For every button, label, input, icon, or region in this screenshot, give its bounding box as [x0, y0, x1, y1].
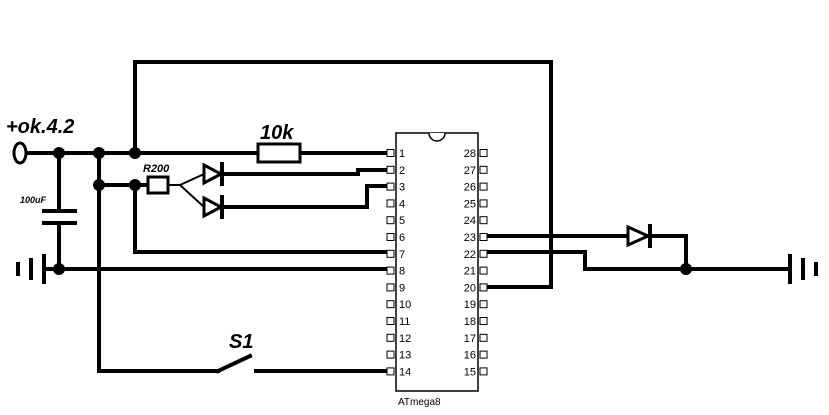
capacitor-label: 100uF — [20, 195, 47, 205]
chip-pin-20 — [479, 283, 488, 292]
capacitor-100uf — [42, 209, 77, 225]
chip-pin-21 — [479, 266, 488, 275]
chip-pin-13 — [386, 350, 395, 359]
chip-pin-10 — [386, 300, 395, 309]
supply-terminal — [12, 141, 28, 165]
chip-pin-23 — [479, 233, 488, 241]
chip-pin-label: 7 — [399, 249, 405, 261]
chip-pin-label: 27 — [464, 165, 476, 177]
diode-output — [626, 224, 652, 248]
chip-pin-label: 21 — [464, 266, 476, 278]
junction-dot — [53, 263, 65, 275]
chip-pin-label: 9 — [399, 282, 405, 294]
chip-pin-28 — [479, 149, 488, 157]
chip-pin-label: 2 — [399, 165, 405, 177]
chip-pin-label: 12 — [399, 333, 411, 345]
chip-pin-label: 24 — [464, 215, 476, 227]
chip-pin-14 — [386, 367, 395, 376]
junction-dot — [129, 179, 141, 191]
junctions — [53, 147, 692, 275]
chip-pin-label: 18 — [464, 316, 476, 328]
chip-pins-right: 28 27 26 25 24 23 22 21 20 19 18 17 16 15 — [464, 148, 488, 378]
resistor-10k-label: 10k — [260, 122, 294, 144]
junction-dot — [129, 147, 141, 159]
chip-pin-6 — [386, 233, 395, 241]
wire-diode-right — [648, 234, 688, 271]
junction-dot — [680, 263, 692, 275]
chip-notch — [428, 132, 446, 142]
chip-pin-27 — [479, 165, 488, 174]
diode-1 — [202, 162, 225, 186]
wire-pin7 — [133, 183, 389, 254]
chip-pin-label: 15 — [464, 366, 476, 378]
diode-2 — [202, 195, 225, 219]
chip-pin-label: 20 — [464, 282, 476, 294]
chip-pin-24 — [479, 216, 488, 225]
chip-pin-label: 5 — [399, 215, 405, 227]
chip-pin-label: 19 — [464, 299, 476, 311]
chip-pin-label: 1 — [399, 148, 405, 160]
chip-pin-label: 3 — [399, 182, 405, 194]
chip-pin-7 — [386, 249, 395, 258]
supply-label: +ok.4.2 — [6, 116, 74, 138]
chip-pin-18 — [479, 317, 488, 325]
ground-left — [16, 254, 46, 284]
wire-diode1-pin2 — [220, 168, 389, 176]
chip-pin-label: 22 — [464, 249, 476, 261]
chip-body — [395, 132, 479, 392]
chip-pin-label: 16 — [464, 350, 476, 362]
wire-top-loop — [133, 60, 553, 289]
resistor-r200 — [146, 175, 170, 195]
chip-pin-9 — [386, 283, 395, 292]
chip-pin-4 — [386, 199, 395, 208]
ground-right — [788, 254, 818, 284]
switch-s1 — [215, 353, 253, 374]
diode-pair — [168, 162, 225, 219]
wire-left-switch — [97, 151, 220, 373]
chip-pin-label: 6 — [399, 232, 405, 244]
switch-label: S1 — [229, 331, 253, 353]
wire-pin22-ground — [485, 250, 792, 271]
junction-dot — [93, 179, 105, 191]
chip-pin-3 — [386, 182, 395, 191]
chip-pin-label: 28 — [464, 148, 476, 160]
chip-pin-8 — [386, 266, 395, 275]
chip-pin-5 — [386, 216, 395, 225]
chip-pin-label: 25 — [464, 198, 476, 210]
wire-diode2-pin3 — [220, 184, 389, 209]
chip-pin-label: 8 — [399, 266, 405, 278]
chip-pin-22 — [479, 249, 488, 258]
chip-pin-11 — [386, 317, 395, 325]
chip-pin-label: 4 — [399, 198, 405, 210]
chip-pin-label: 13 — [399, 350, 411, 362]
chip-pin-26 — [479, 182, 488, 191]
chip-label: ATmega8 — [398, 397, 441, 408]
resistor-r200-label: R200 — [143, 163, 170, 175]
chip-pin-label: 14 — [399, 366, 411, 378]
chip-pin-label: 11 — [399, 316, 410, 328]
chip-pin-label: 10 — [399, 299, 411, 311]
chip-pin-label: 26 — [464, 182, 476, 194]
chip-pin-12 — [386, 333, 395, 342]
chip-pin-17 — [479, 333, 488, 342]
wires — [26, 60, 792, 373]
resistor-10k — [256, 142, 302, 164]
chip-pin-2 — [386, 165, 395, 174]
chip-pin-15 — [479, 367, 488, 376]
junction-dot — [53, 147, 65, 159]
chip-pin-label: 23 — [464, 232, 476, 244]
chip-pin-16 — [479, 350, 488, 359]
chip-pin-label: 17 — [464, 333, 476, 345]
chip-pin-19 — [479, 300, 488, 309]
junction-dot — [93, 147, 105, 159]
chip-pin-1 — [386, 149, 395, 157]
chip-pin-25 — [479, 199, 488, 208]
